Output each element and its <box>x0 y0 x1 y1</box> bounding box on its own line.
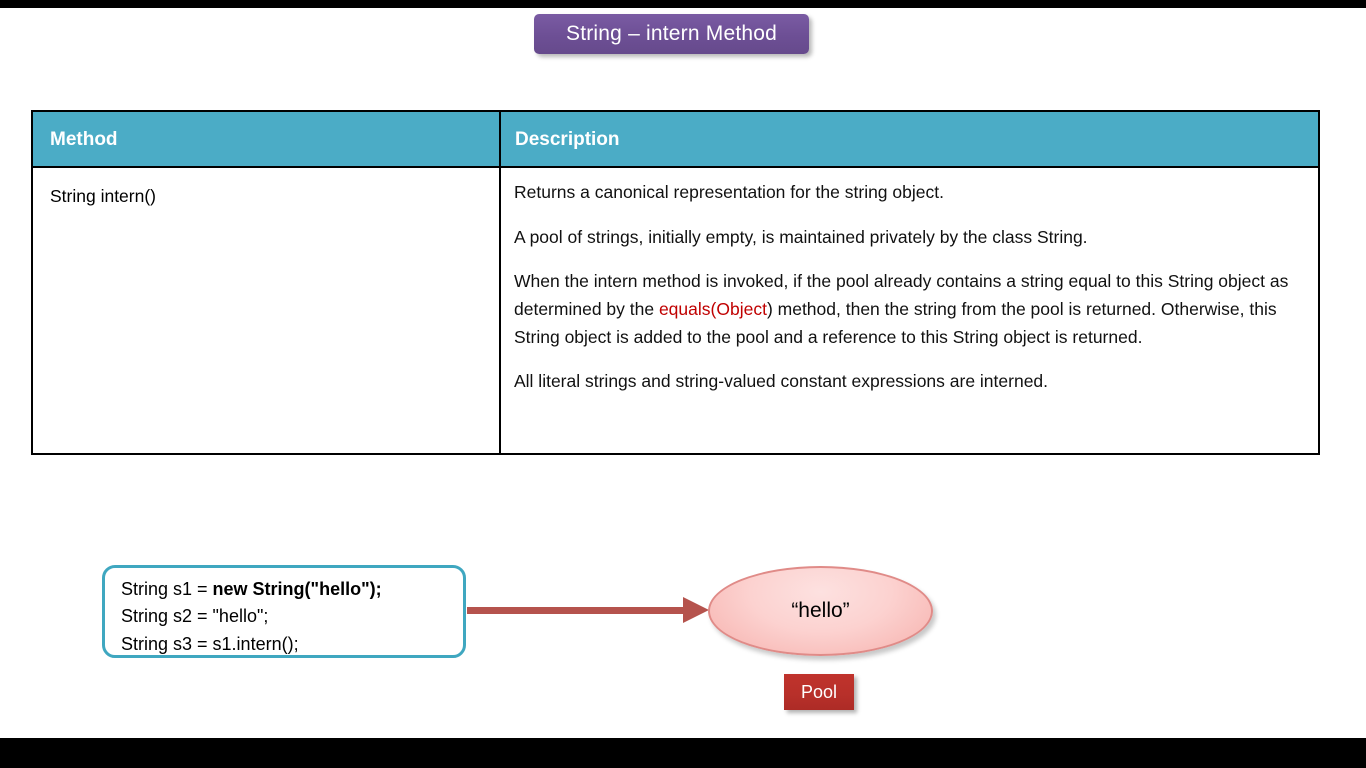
method-signature-text: String intern() <box>50 186 157 206</box>
column-header-method: Method <box>33 112 501 166</box>
letterbox-bar-top <box>0 0 1366 8</box>
letterbox-bar-bottom <box>0 738 1366 768</box>
description-paragraph-2: A pool of strings, initially empty, is m… <box>514 226 1088 247</box>
column-header-description: Description <box>501 112 1318 166</box>
description-paragraph-4: All literal strings and string-valued co… <box>514 371 1049 392</box>
column-header-method-label: Method <box>50 129 118 150</box>
description-paragraph-1: Returns a canonical representation for t… <box>514 182 944 202</box>
arrow-shaft-icon <box>467 607 685 614</box>
pool-label-badge: Pool <box>784 674 854 710</box>
slide-title-text: String – intern Method <box>565 22 778 45</box>
string-pool-ellipse: “hello” <box>708 566 933 656</box>
cell-method-description: Returns a canonical representation for t… <box>501 168 1318 453</box>
table-row: String intern() Returns a canonical repr… <box>33 168 1318 453</box>
cell-method-signature: String intern() <box>33 168 501 453</box>
description-paragraph-3: When the intern method is invoked, if th… <box>514 268 1304 351</box>
code-line-2: String s2 = "hello"; <box>121 606 269 627</box>
code-line-3: String s3 = s1.intern(); <box>121 633 299 654</box>
code-line-1: String s1 = new String("hello"); <box>121 576 463 603</box>
pool-ellipse-text: “hello” <box>791 599 850 622</box>
arrow-head-icon <box>683 597 709 623</box>
table-header-row: Method Description <box>33 112 1318 168</box>
equals-method-highlight: equals(Object <box>658 298 767 319</box>
code-snippet-box: String s1 = new String("hello"); String … <box>102 565 466 658</box>
method-description-table: Method Description String intern() Retur… <box>31 110 1320 455</box>
code-line-1-prefix: String s1 = <box>121 579 213 599</box>
pool-label-text: Pool <box>800 681 838 702</box>
column-header-description-label: Description <box>515 129 620 150</box>
code-line-1-bold: new String("hello"); <box>212 579 382 599</box>
description-text-after-highlight: ) method, then the string from the pool … <box>514 298 1277 347</box>
slide-title-banner: String – intern Method <box>534 14 809 54</box>
description-text-before-highlight: When the intern method is invoked, if th… <box>514 271 1289 319</box>
